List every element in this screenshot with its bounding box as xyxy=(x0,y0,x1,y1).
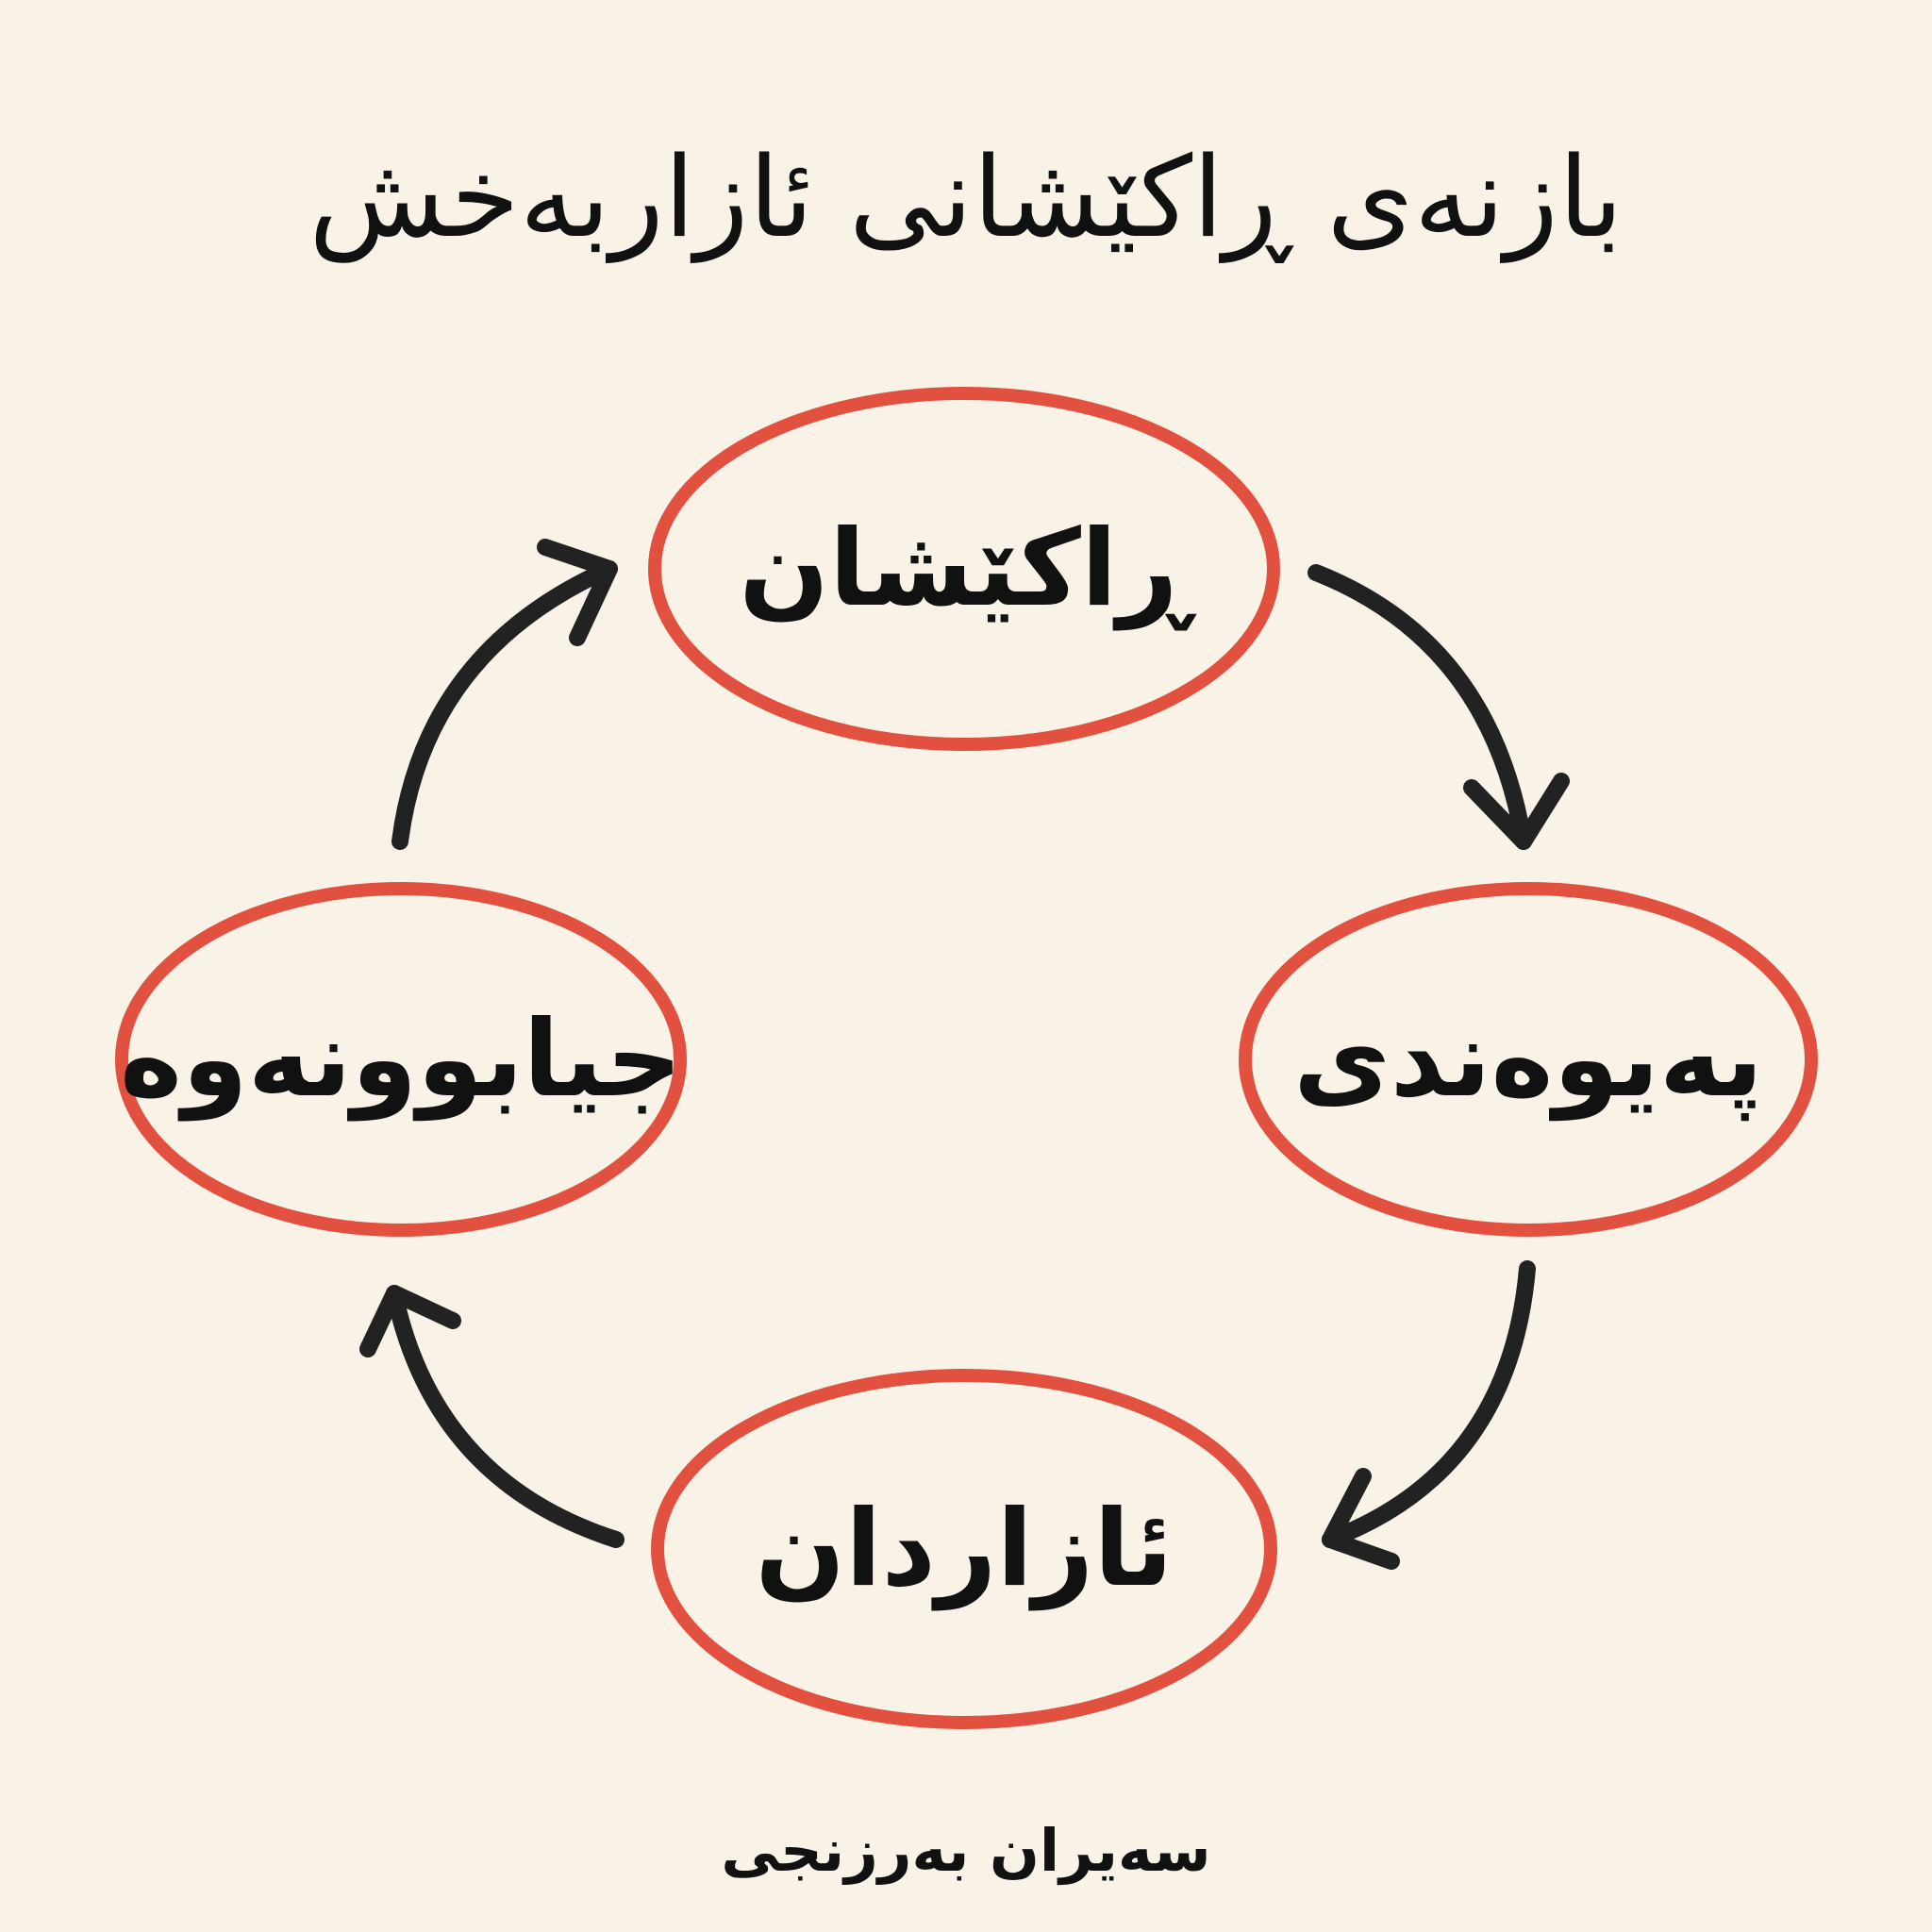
diagram-title: بازنەی ڕاکێشانی ئازاربەخش xyxy=(308,132,1624,262)
node-ellipse-separation xyxy=(115,882,687,1237)
node-relationship: پەیوەندی xyxy=(1293,998,1763,1121)
node-separation: جیابوونەوە xyxy=(119,998,683,1121)
node-abuse: ئازاردان xyxy=(755,1488,1174,1610)
arrow-attraction-to-relationship xyxy=(1307,564,1570,850)
node-ellipse-abuse xyxy=(651,1369,1277,1729)
arrow-relationship-to-abuse xyxy=(1322,1260,1536,1570)
node-ellipse-attraction xyxy=(648,387,1280,751)
arrow-separation-to-attraction xyxy=(391,539,618,850)
node-ellipse-relationship xyxy=(1239,882,1818,1237)
author-name: سەیران بەرزنجی xyxy=(721,1816,1211,1885)
arrow-abuse-to-separation xyxy=(359,1285,625,1548)
node-attraction: ڕاکێشان xyxy=(739,508,1190,630)
